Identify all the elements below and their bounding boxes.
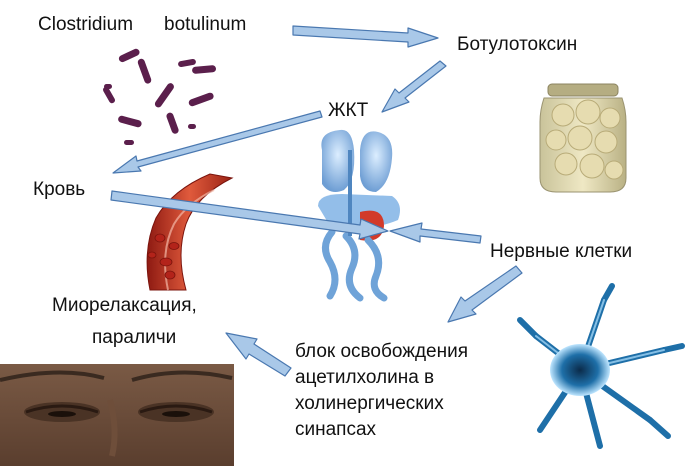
block-line4: синапсах: [295, 419, 377, 440]
botulinum-label: botulinum: [164, 14, 247, 35]
arrow-nerve-to-block: [447, 265, 523, 323]
myorelax-line2: параличи: [92, 327, 177, 348]
nerve-cells-label: Нервные клетки: [490, 241, 633, 262]
block-line2: ацетилхолина в: [295, 367, 435, 388]
digestive-organs-illustration: [318, 129, 400, 302]
patient-eyes-photo: [0, 364, 234, 466]
blood-vessel-illustration: [146, 173, 234, 291]
arrow-toxin-to-gkt: [381, 60, 447, 113]
arrow-bacteria-to-toxin: [292, 25, 439, 48]
arrows: [110, 25, 523, 377]
arrow-nerve-to-organs: [389, 222, 482, 244]
bacteria-illustration: [103, 48, 217, 145]
neuron-illustration: [517, 283, 685, 449]
gkt-label: ЖКТ: [328, 100, 369, 121]
blood-label: Кровь: [33, 179, 86, 200]
block-line1: блок освобождения: [295, 341, 468, 362]
botulotoxin-label: Ботулотоксин: [457, 34, 578, 55]
arrow-gkt-to-blood: [112, 110, 323, 174]
arrow-block-to-myorelax: [225, 332, 292, 377]
myorelax-line1: Миорелаксация,: [52, 295, 197, 316]
clostridium-label: Clostridium: [38, 14, 134, 35]
jar-illustration: [539, 83, 627, 193]
arrow-blood-to-organs: [110, 190, 389, 240]
block-line3: холинергических: [295, 393, 444, 414]
